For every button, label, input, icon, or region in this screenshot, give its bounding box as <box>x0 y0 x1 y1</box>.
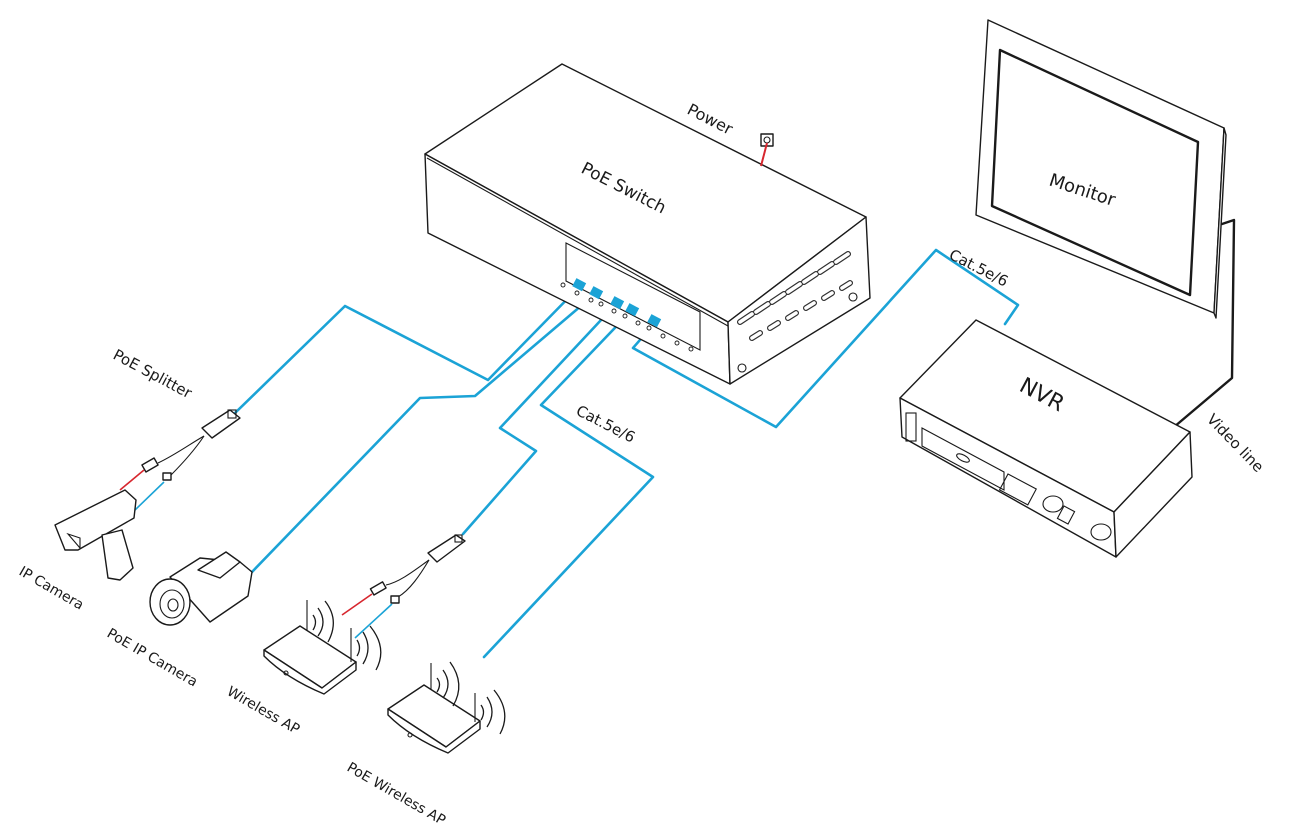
ip-camera: IP Camera <box>16 489 137 614</box>
switch-edge-line <box>426 157 729 327</box>
video-line-cable <box>1172 218 1236 429</box>
port-icon <box>589 286 604 300</box>
cable-switch-to-poe-wireless-ap <box>482 307 655 659</box>
cat-label-ap: Cat.5e/6 <box>573 402 638 447</box>
screw-icon <box>737 363 747 373</box>
splitter-body <box>201 409 241 439</box>
data-lead <box>354 603 393 639</box>
lens-ring <box>159 589 185 619</box>
nvr-disc-tray <box>921 427 1005 491</box>
power-lead <box>341 593 373 616</box>
router-led <box>283 670 289 676</box>
nvr-knob <box>1042 495 1064 513</box>
ap-splitter-port <box>454 534 463 543</box>
cat-label-nvr: Cat.5e/6 <box>946 246 1011 291</box>
ethernet-cables <box>233 248 1020 659</box>
monitor: Monitor <box>975 19 1227 319</box>
nvr-power-panel <box>905 412 917 442</box>
poe-ip-camera-label: PoE IP Camera <box>104 626 200 691</box>
cable-switch-to-poe-ip-camera <box>250 292 597 574</box>
poe-splitter: PoE Splitter <box>110 346 241 511</box>
ip-camera-label: IP Camera <box>16 564 86 614</box>
dc-plug <box>369 581 387 596</box>
switch-vents-inner <box>738 252 852 340</box>
cable-switch-to-nvr <box>631 248 1020 429</box>
monitor-side <box>1213 127 1227 319</box>
video-line-label: Video line <box>1203 410 1267 476</box>
cable-switch-to-ap-splitter <box>461 302 618 536</box>
lens-center <box>167 598 179 612</box>
dc-plug <box>141 457 159 473</box>
screw-icon <box>848 292 858 302</box>
nvr-knob <box>1090 523 1112 541</box>
cable-switch-to-splitter <box>233 284 582 415</box>
port-icon <box>625 303 640 317</box>
poe-splitter-label: PoE Splitter <box>110 346 196 403</box>
data-lead <box>134 481 165 511</box>
poe-wireless-ap: PoE Wireless AP <box>344 661 506 829</box>
monitor-screen <box>990 48 1200 297</box>
power-cable <box>760 142 768 167</box>
splitter-lead <box>157 435 205 464</box>
bullet-camera-top <box>197 551 241 579</box>
ap-splitter-body <box>427 534 466 563</box>
bullet-camera-body <box>169 557 253 623</box>
wireless-ap-splitter <box>341 534 466 639</box>
router-base <box>387 708 481 754</box>
rj45-plug <box>162 472 172 481</box>
camera-mount <box>101 529 134 581</box>
nvr-disc-slot <box>956 453 970 463</box>
switch-led-indicators <box>560 282 694 352</box>
splitter-lead <box>169 435 205 477</box>
switch-side-face <box>727 216 871 385</box>
router-led <box>407 732 413 738</box>
camera-lens-hood <box>66 532 81 550</box>
wireless-ap: Wireless AP <box>224 600 382 738</box>
splitter-port <box>227 409 237 419</box>
splitter-lead <box>385 559 430 586</box>
splitter-lead <box>397 559 430 598</box>
power-lead <box>119 469 145 491</box>
rj45-plug <box>390 595 400 604</box>
port-icon <box>572 278 587 292</box>
port-icon <box>647 314 662 328</box>
port-icon <box>610 296 625 310</box>
bullet-camera-lens <box>149 578 191 626</box>
wireless-ap-label: Wireless AP <box>224 684 302 738</box>
switch-port-panel <box>565 242 701 351</box>
router-base <box>263 649 357 695</box>
camera-housing <box>54 489 137 551</box>
poe-wireless-ap-label: PoE Wireless AP <box>344 760 448 829</box>
nvr: NVR <box>899 319 1193 558</box>
nvr-buttons <box>998 473 1076 525</box>
nvr-side-face <box>1113 431 1193 558</box>
poe-switch: PoE Switch Power <box>424 63 871 385</box>
